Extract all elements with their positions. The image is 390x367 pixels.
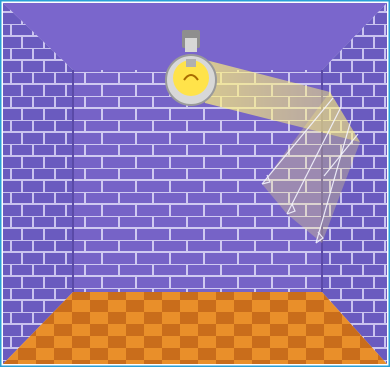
lamp-neck [185, 38, 197, 52]
bulb-base [186, 59, 196, 67]
